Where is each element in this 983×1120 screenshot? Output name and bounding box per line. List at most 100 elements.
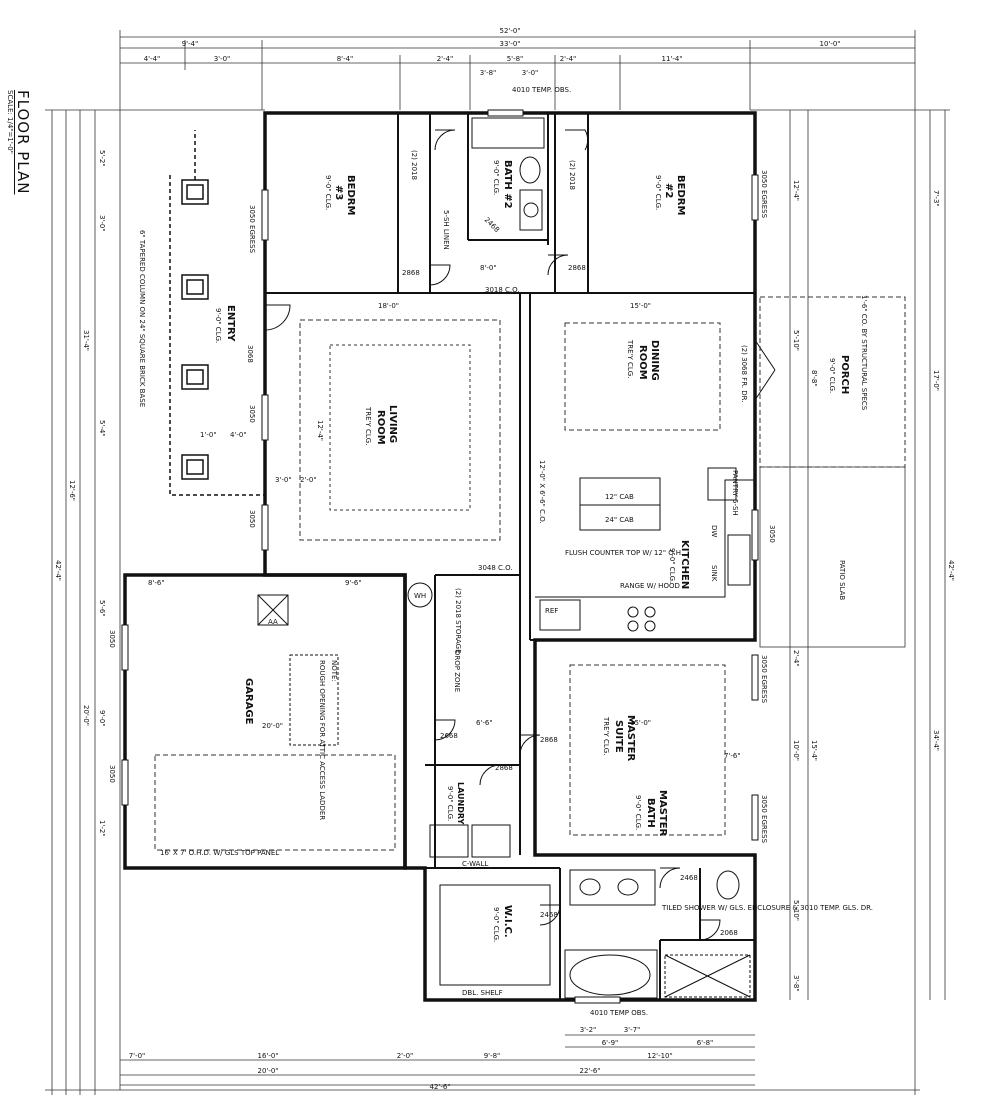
- label-pantry: PANTRY 5-SH: [731, 470, 739, 516]
- dim-left-42-4: 42'-4": [54, 560, 62, 581]
- callout-door-entry: 3068: [246, 345, 254, 363]
- label-aa: AA: [268, 618, 278, 626]
- callout-window-living-2: 3050: [248, 510, 256, 528]
- dim-in-8-6: 8'-6": [148, 579, 165, 587]
- dim-in-8-0: 8'-0": [480, 264, 497, 272]
- room-bedroom3-name: BEDRM: [345, 175, 356, 215]
- dim-right-42-4: 42'-4": [947, 560, 955, 581]
- room-laundry-name: LAUNDRY: [456, 782, 465, 825]
- label-co-kitchen: 12'-0" X 6'-6" C.O.: [538, 460, 546, 524]
- dim-left-1-2: 1'-2": [98, 820, 106, 837]
- dim-bot-6-9: 6'-9": [602, 1039, 619, 1047]
- right-dimension-strings: [750, 109, 950, 1000]
- dim-in-18-0: 18'-0": [378, 302, 399, 310]
- room-garage-name: GARAGE: [243, 678, 254, 725]
- callout-window-top: 4010 TEMP. OBS.: [512, 86, 571, 94]
- label-drop-zone: DROP ZONE: [453, 650, 461, 692]
- label-dbl-shelf: DBL. SHELF: [462, 989, 503, 997]
- dim-top-4-4: 4'-4": [144, 55, 161, 63]
- dim-bot-22-6: 22'-6": [579, 1067, 600, 1075]
- dim-right-8-8: 8'-8": [810, 370, 818, 387]
- callout-door-bedroom3: 2868: [402, 269, 420, 277]
- fixtures: [257, 117, 755, 999]
- dim-top-3-0: 3'-0": [214, 55, 231, 63]
- left-dimension-strings: [45, 109, 920, 1095]
- label-co-3018: 3018 C.O.: [485, 286, 520, 294]
- dim-in-9-6: 9'-6": [345, 579, 362, 587]
- dim-left-3-0: 3'-0": [98, 215, 106, 232]
- label-range: RANGE W/ HOOD: [620, 582, 680, 590]
- room-living-name2: ROOM: [375, 410, 386, 445]
- dim-bot-12-10: 12'-10": [647, 1052, 672, 1060]
- callout-door-bedroom3-closet: (2) 2018: [410, 150, 418, 180]
- dim-left-31-4: 31'-4": [82, 330, 90, 351]
- dim-right-17-0: 17'-0": [932, 370, 940, 391]
- callout-window-bedroom3: 3050 EGRESS: [248, 205, 256, 254]
- plan-heading: FLOOR PLAN: [14, 90, 32, 195]
- room-bedroom3-num: #3: [333, 185, 344, 200]
- plan-scale: SCALE: 1/4"=1'-0": [6, 90, 14, 154]
- dim-right-5-10: 5'-10": [792, 330, 800, 351]
- title-block: FLOOR PLAN SCALE: 1/4"=1'-0": [4, 90, 44, 220]
- dim-in-2-0: 2'-0": [300, 476, 317, 484]
- dim-top-10: 10'-0": [819, 40, 840, 48]
- dim-right-2-4: 2'-4": [792, 650, 800, 667]
- callout-door-bedroom2: 2868: [568, 264, 586, 272]
- room-dining-name2: ROOM: [637, 345, 648, 380]
- room-laundry-clg: 9'-0" CLG.: [446, 786, 454, 821]
- dim-in-7-6: 7'-6": [724, 752, 741, 760]
- bottom-dimension-labels: 7'-0" 16'-0" 2'-0" 9'-8" 6'-8" 20'-0" 22…: [129, 1026, 714, 1091]
- dim-bot-42-6: 42'-6": [429, 1083, 450, 1091]
- callout-door-bedroom2-closet: (2) 2018: [568, 160, 576, 190]
- callout-window-master-2: 3050 EGRESS: [760, 795, 768, 844]
- dim-bot-9-8: 9'-8": [484, 1052, 501, 1060]
- room-labels: BEDRM #3 9'-0" CLG. BATH #2 9'-0" CLG. B…: [214, 160, 850, 942]
- dim-bot-2-0: 2'-0": [397, 1052, 414, 1060]
- label-tiled-shower: TILED SHOWER W/ GLS. ENCLOSURE & 3010 TE…: [661, 904, 873, 912]
- room-porch-name: PORCH: [839, 355, 850, 394]
- top-dimension-strings: [119, 30, 916, 1095]
- room-wic-clg: 9'-0" CLG.: [492, 907, 500, 942]
- callout-door-master: 2868: [540, 736, 558, 744]
- room-entry-name: ENTRY: [225, 305, 236, 342]
- dim-top-11-4: 11'-4": [661, 55, 682, 63]
- room-bedroom3-clg: 9'-0" CLG.: [324, 175, 332, 210]
- room-entry-clg: 9'-0" CLG.: [214, 308, 222, 343]
- dim-in-15-0: 15'-0": [630, 302, 651, 310]
- annotations: 5-SH LINEN REF RANGE W/ HOOD PANTRY 5-SH…: [138, 210, 873, 997]
- dim-bot-6-8: 6'-8": [697, 1039, 714, 1047]
- room-bedroom2-name: BEDRM: [675, 175, 686, 215]
- dim-right-7-3: 7'-3": [932, 190, 940, 207]
- callout-door-laundry: 2868: [495, 764, 513, 772]
- dim-left-9-0: 9'-0": [98, 710, 106, 727]
- room-master-bath-clg: 9'-0" CLG.: [634, 795, 642, 830]
- room-kitchen-clg: 9'-0" CLG.: [668, 548, 676, 583]
- dim-in-4-0: 4'-0": [230, 431, 247, 439]
- label-col-note: 6" TAPERED COLUMN ON 24" SQUARE BRICK BA…: [138, 230, 146, 407]
- dim-in-6-6: 6'-6": [476, 719, 493, 727]
- interior-walls: [265, 113, 755, 1000]
- dim-top-2-4b: 2'-4": [560, 55, 577, 63]
- label-fr-dr: (2) 3068 FR. DR.: [740, 345, 748, 403]
- dim-right-12-4: 12'-4": [792, 180, 800, 201]
- callout-window-master-1: 3050 EGRESS: [760, 655, 768, 704]
- dim-top-8-4: 8'-4": [337, 55, 354, 63]
- room-bath2-clg: 9'-0" CLG.: [492, 160, 500, 195]
- room-master-suite-name2: SUITE: [613, 720, 624, 753]
- room-dining-clg: TRE'Y CLG.: [626, 339, 634, 378]
- dim-right-34-4: 34'-4": [932, 730, 940, 751]
- label-cab24: 24" CAB: [605, 516, 634, 524]
- room-porch-clg: 9'-0" CLG.: [828, 358, 836, 393]
- callout-window-bottom: 4010 TEMP OBS.: [590, 1009, 648, 1017]
- dim-bot-16-0: 16'-0": [257, 1052, 278, 1060]
- room-master-suite-clg: TRE'Y CLG.: [602, 716, 610, 755]
- room-wic-name: W.I.C.: [502, 905, 513, 938]
- label-cab36: 12" CAB: [605, 493, 634, 501]
- left-dimension-labels: 5'-2" 3'-0" 31'-4" 5'-4" 12'-6" 42'-4" 5…: [54, 150, 106, 837]
- room-bedroom2-num: #2: [663, 183, 674, 198]
- windows: [121, 109, 759, 1004]
- room-dining-name: DINING: [649, 340, 660, 381]
- callout-window-kitchen: 3050: [768, 525, 776, 543]
- callout-window-garage-2: 3050: [108, 765, 116, 783]
